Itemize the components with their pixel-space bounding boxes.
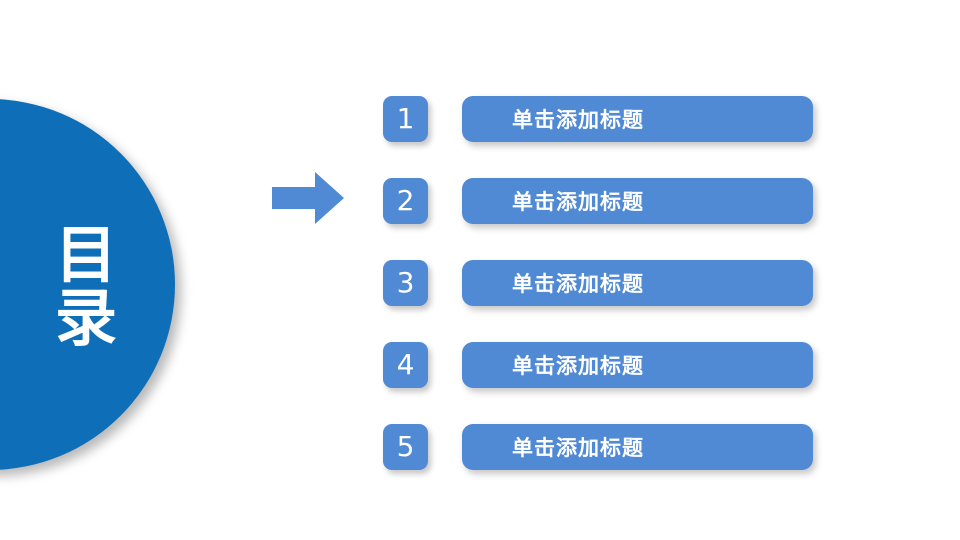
toc-item-number-badge: 1 [383,96,428,142]
toc-item-number-badge: 5 [383,424,428,470]
arrow-right-icon [272,172,344,224]
toc-title: 目录 [44,221,117,348]
toc-item-bar[interactable]: 单击添加标题 [462,342,813,388]
list-item[interactable]: 5 单击添加标题 [383,424,813,470]
list-item[interactable]: 4 单击添加标题 [383,342,813,388]
toc-item-number-badge: 2 [383,178,428,224]
toc-item-label: 单击添加标题 [512,436,644,460]
toc-circle-shape: 目录 [0,99,175,470]
list-item[interactable]: 1 单击添加标题 [383,96,813,142]
toc-item-number-badge: 3 [383,260,428,306]
toc-item-bar[interactable]: 单击添加标题 [462,260,813,306]
toc-item-bar[interactable]: 单击添加标题 [462,424,813,470]
toc-item-label: 单击添加标题 [512,190,644,214]
toc-list: 1 单击添加标题 2 单击添加标题 3 单击添加标题 4 单击添加标题 5 [383,96,813,470]
list-item[interactable]: 2 单击添加标题 [383,178,813,224]
toc-item-label: 单击添加标题 [512,354,644,378]
list-item[interactable]: 3 单击添加标题 [383,260,813,306]
toc-item-bar[interactable]: 单击添加标题 [462,178,813,224]
toc-item-label: 单击添加标题 [512,272,644,296]
toc-item-label: 单击添加标题 [512,108,644,132]
toc-item-bar[interactable]: 单击添加标题 [462,96,813,142]
toc-item-number-badge: 4 [383,342,428,388]
